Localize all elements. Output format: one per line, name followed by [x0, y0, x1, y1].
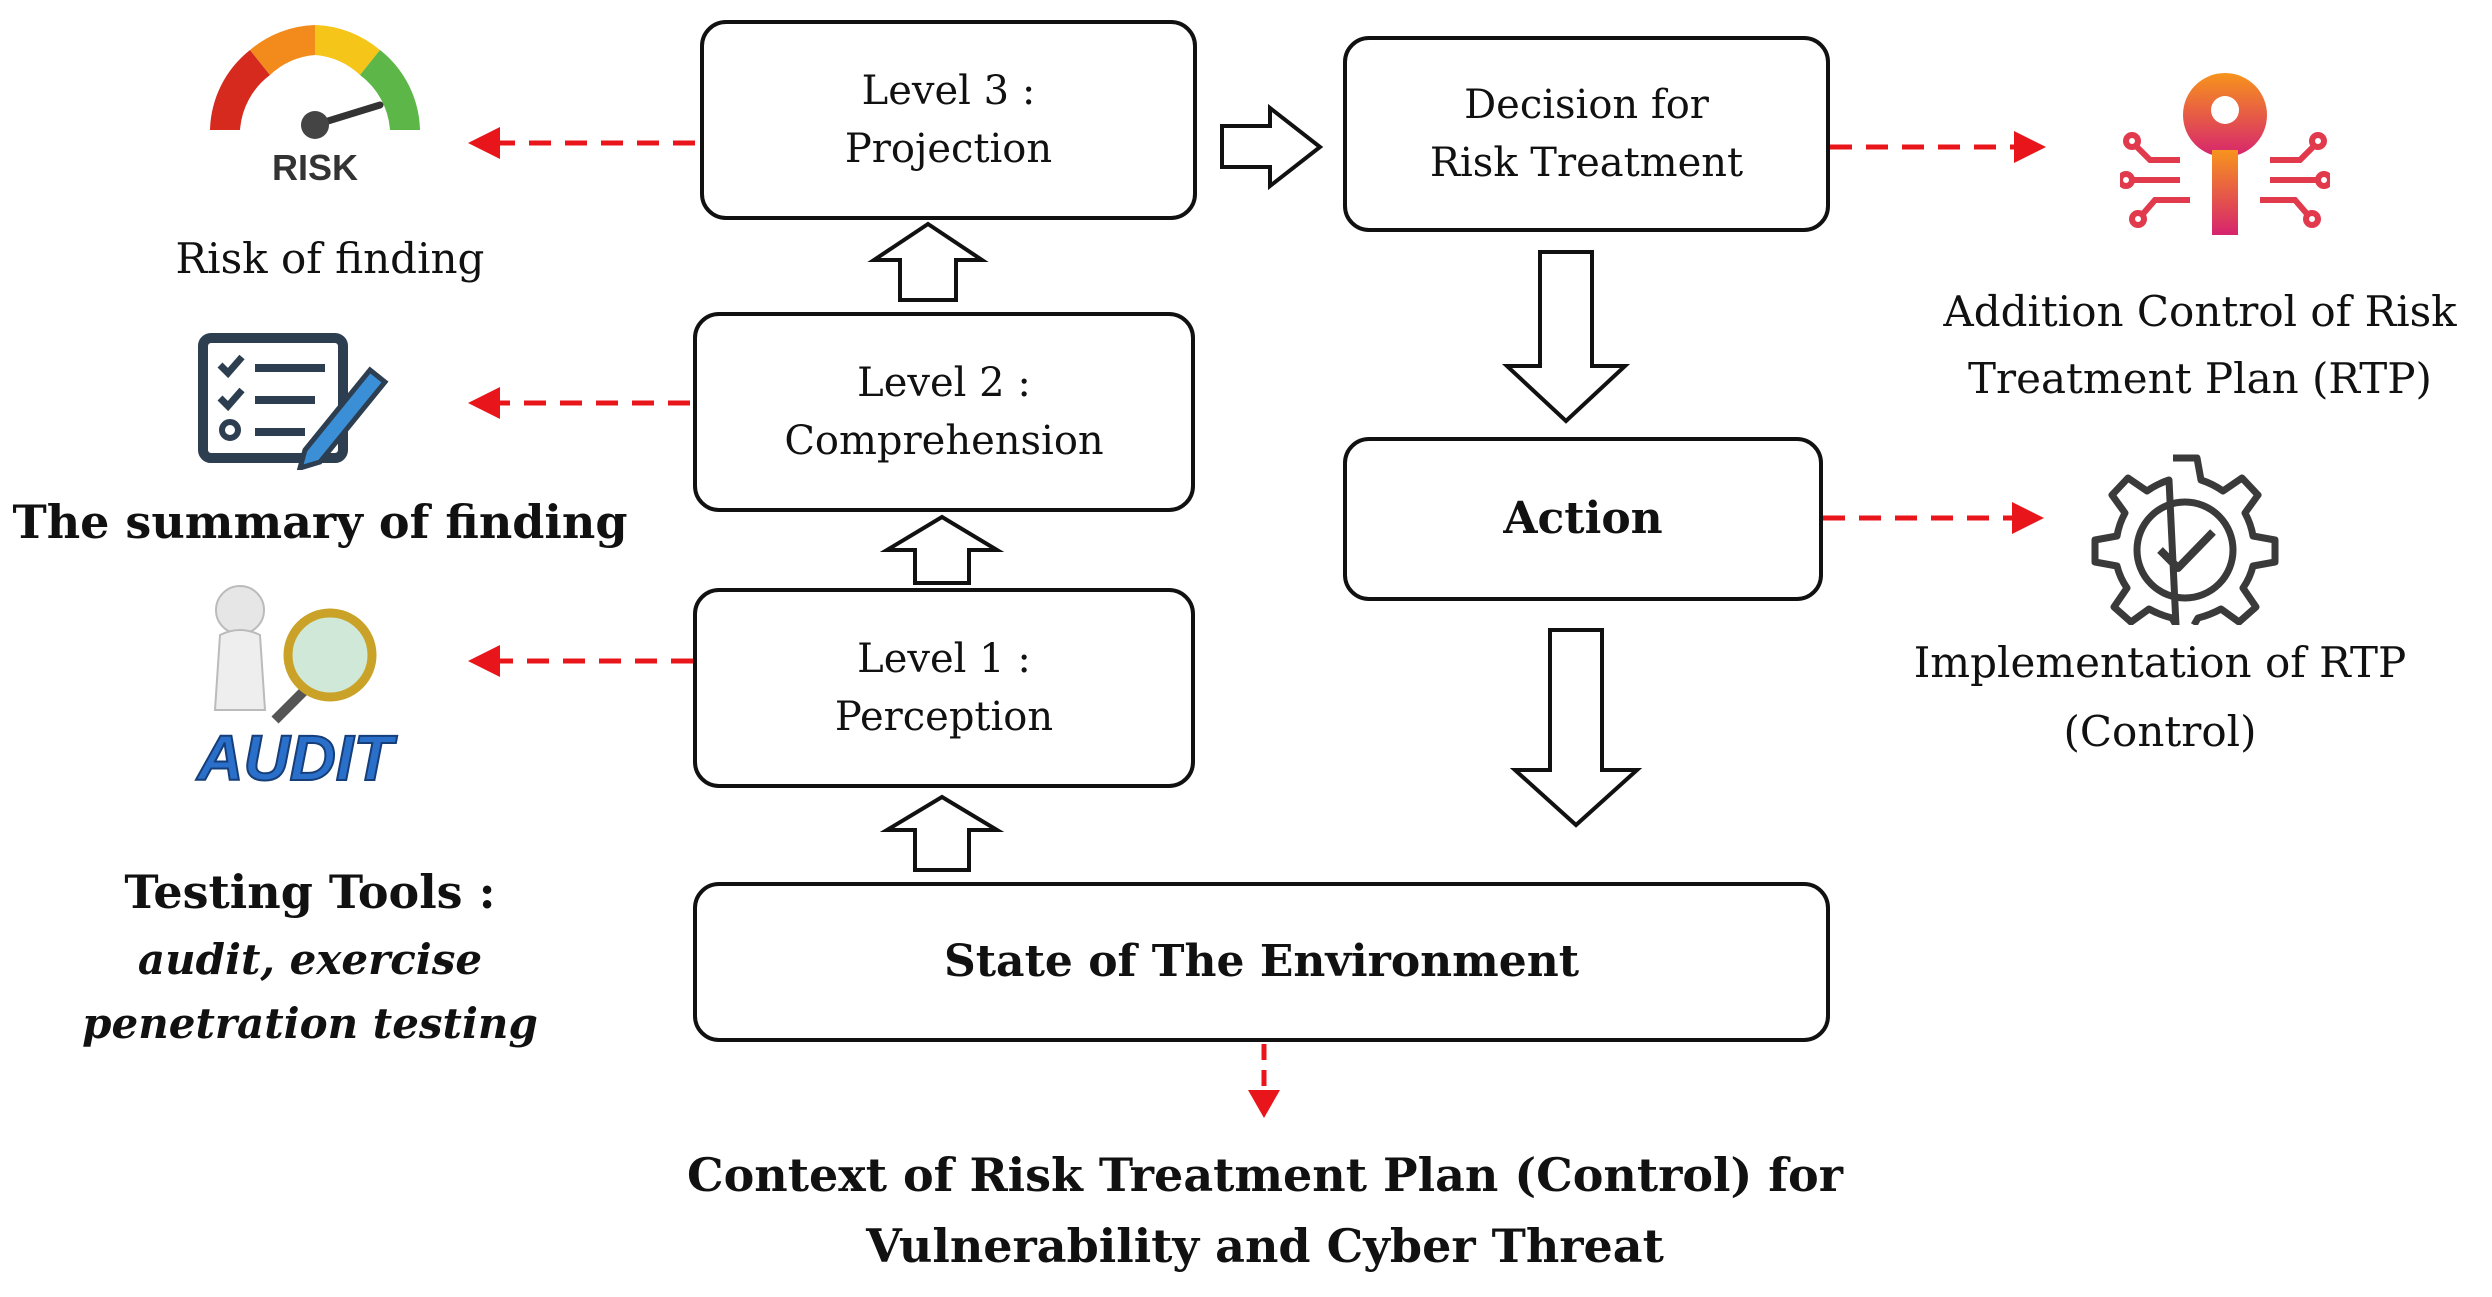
- context-caption: Context of Risk Treatment Plan (Control)…: [650, 1140, 1880, 1283]
- action-label: Action: [1503, 493, 1663, 545]
- dashed-arrow-addition-control: [1830, 131, 2046, 163]
- environment-label: State of The Environment: [943, 936, 1580, 988]
- testing-tools-line2: audit, exercise: [137, 934, 483, 984]
- dashed-arrow-context: [1248, 1044, 1280, 1118]
- risk-of-finding-caption: Risk of finding: [130, 225, 530, 292]
- key-circuit-icon: [2120, 73, 2330, 235]
- dashed-arrow-summary: [468, 387, 690, 419]
- level1-subtitle: Perception: [834, 694, 1054, 740]
- implementation-line2: (Control): [2063, 707, 2257, 757]
- gauge-label: RISK: [272, 147, 358, 188]
- level1-box: Level 1 : Perception: [693, 588, 1195, 788]
- addition-control-caption: Addition Control of Risk Treatment Plan …: [1910, 278, 2490, 412]
- addition-control-line2: Treatment Plan (RTP): [1968, 354, 2432, 404]
- risk-gauge-icon: RISK: [210, 25, 420, 188]
- level2-subtitle: Comprehension: [784, 418, 1104, 464]
- addition-control-line1: Addition Control of Risk: [1943, 287, 2457, 336]
- environment-box: State of The Environment: [693, 882, 1830, 1042]
- dashed-arrow-implementation: [1823, 502, 2044, 534]
- summary-of-finding-caption: The summary of finding: [10, 486, 630, 560]
- implementation-caption: Implementation of RTP (Control): [1880, 628, 2440, 767]
- gear-check-icon: [2091, 454, 2279, 625]
- audit-magnifier-icon: AUDIT: [194, 585, 399, 790]
- implementation-line1: Implementation of RTP: [1913, 638, 2407, 687]
- context-line2: Vulnerability and Cyber Threat: [866, 1219, 1664, 1274]
- action-box: Action: [1343, 437, 1823, 601]
- block-arrow-down-2: [1509, 628, 1643, 828]
- testing-tools-line3: penetration testing: [82, 998, 538, 1048]
- decision-box: Decision for Risk Treatment: [1343, 36, 1830, 232]
- testing-tools-title: Testing Tools :: [124, 865, 496, 919]
- level2-title: Level 2 :: [857, 360, 1031, 406]
- checklist-icon: [198, 333, 389, 470]
- block-arrow-down-1: [1501, 250, 1631, 424]
- decision-title: Decision for: [1464, 82, 1709, 128]
- risk-of-finding-text: Risk of finding: [175, 234, 485, 283]
- summary-of-finding-text: The summary of finding: [12, 495, 628, 549]
- decision-subtitle: Risk Treatment: [1429, 140, 1744, 186]
- dashed-arrow-risk: [468, 127, 695, 159]
- block-arrow-up-3: [867, 221, 989, 302]
- block-arrow-up-1: [879, 794, 1005, 872]
- dashed-arrow-testing: [468, 645, 693, 677]
- level3-box: Level 3 : Projection: [700, 20, 1197, 220]
- testing-tools-caption: Testing Tools : audit, exercise penetrat…: [70, 858, 550, 1056]
- level1-title: Level 1 :: [857, 636, 1031, 682]
- block-arrow-right: [1220, 103, 1324, 191]
- level3-subtitle: Projection: [844, 126, 1053, 172]
- audit-label: AUDIT: [195, 722, 397, 790]
- level3-title: Level 3 :: [861, 68, 1036, 114]
- block-arrow-up-2: [879, 514, 1005, 585]
- level2-box: Level 2 : Comprehension: [693, 312, 1195, 512]
- context-line1: Context of Risk Treatment Plan (Control)…: [687, 1148, 1843, 1202]
